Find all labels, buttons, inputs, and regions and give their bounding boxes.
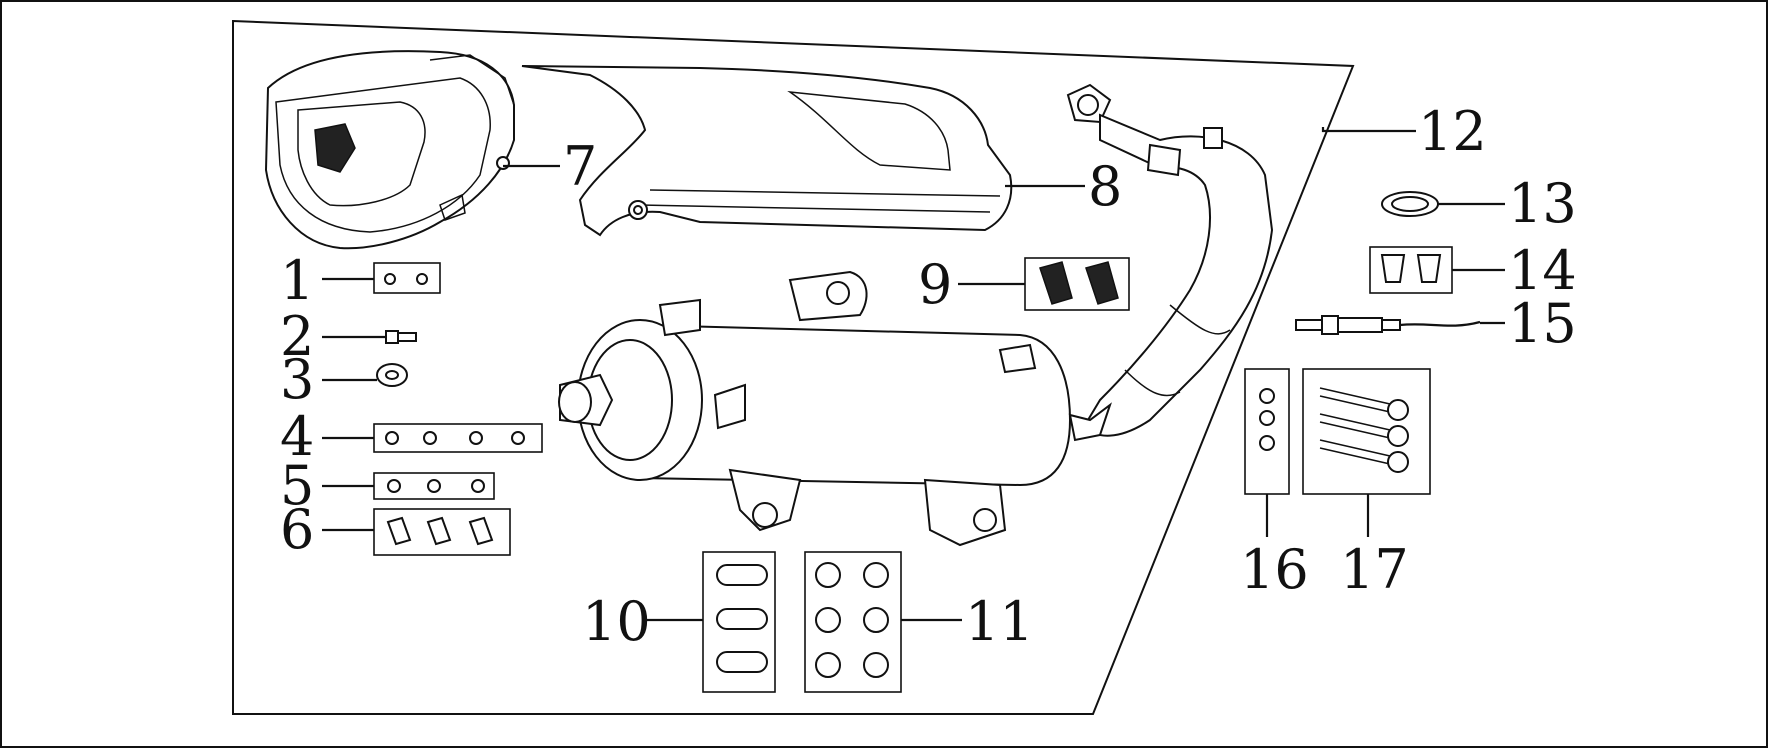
parts-panel-outline (232, 19, 1355, 715)
callout-15: 15 (1508, 292, 1577, 355)
callout-4: 4 (280, 405, 314, 468)
callout-16: 16 (1240, 538, 1309, 601)
callout-13: 13 (1508, 172, 1577, 235)
part-9-clips (1024, 257, 1130, 311)
callout-2: 2 (280, 305, 314, 368)
callout-5: 5 (280, 454, 314, 517)
part-13-gasket (1381, 191, 1439, 217)
part-4-nuts (373, 423, 543, 453)
part-3-washer (376, 363, 408, 387)
callout-9: 9 (918, 253, 952, 316)
callout-10: 10 (582, 590, 651, 653)
muffler-end-cap-part (264, 50, 515, 250)
part-2-bolt (385, 330, 417, 344)
callout-7: 7 (563, 135, 597, 198)
callout-12: 12 (1418, 100, 1487, 163)
muffler-body-part (558, 270, 1112, 547)
leader-lines (322, 127, 1505, 622)
callout-labels: 1 2 3 4 5 6 7 8 9 10 11 12 13 14 15 16 1… (280, 100, 1577, 653)
callout-17: 17 (1340, 538, 1409, 601)
part-16-washers (1244, 368, 1290, 495)
exhaust-header-pipe-part (1066, 83, 1274, 437)
part-5-nuts (373, 472, 495, 500)
part-15-oxygen-sensor (1295, 315, 1481, 335)
callout-8: 8 (1088, 155, 1122, 218)
callout-11: 11 (965, 590, 1034, 653)
part-14-caps (1369, 246, 1453, 294)
heat-shield-part (521, 65, 1013, 237)
part-11-grommets (804, 551, 902, 693)
callout-6: 6 (280, 498, 314, 561)
part-6-bolts (373, 508, 511, 556)
part-1-screws (373, 262, 441, 294)
part-17-long-bolts (1302, 368, 1431, 495)
part-10-sleeves (702, 551, 776, 693)
callout-1: 1 (280, 249, 314, 312)
callout-3: 3 (280, 348, 314, 411)
callout-14: 14 (1508, 239, 1577, 302)
